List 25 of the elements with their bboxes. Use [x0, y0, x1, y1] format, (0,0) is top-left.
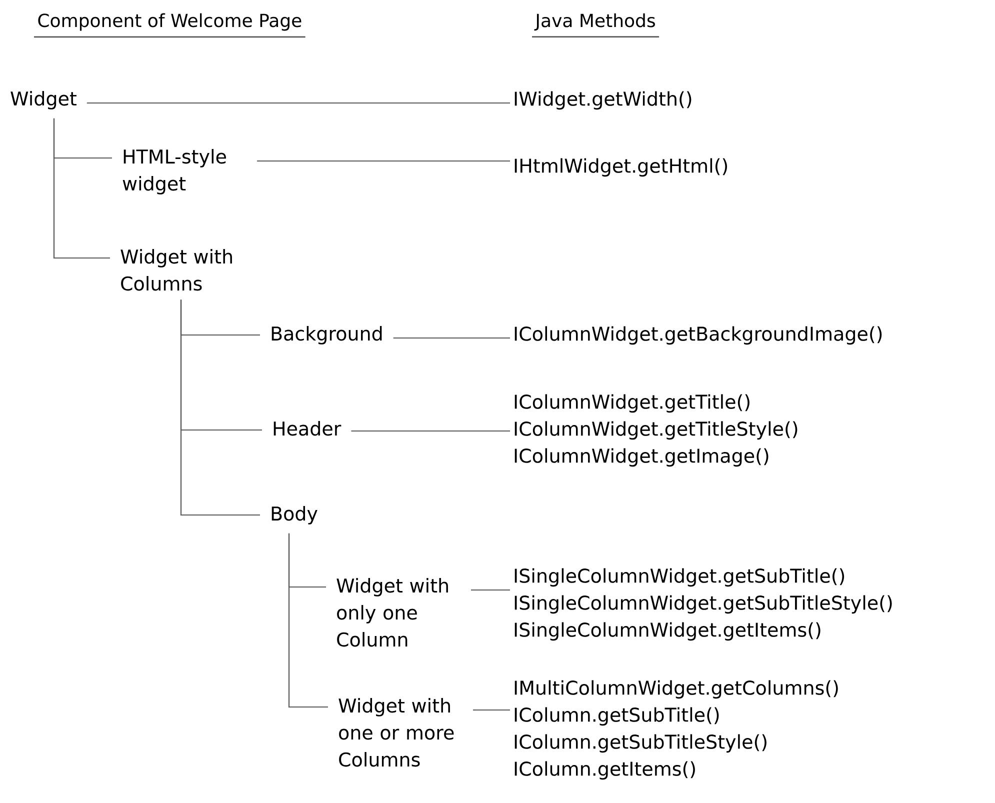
component-label: Body — [272, 506, 318, 524]
connector-line — [351, 430, 510, 432]
connector-line — [471, 589, 510, 591]
column-heading: Component of Welcome Page — [34, 13, 306, 38]
component-label: HTML-style widget — [122, 149, 226, 194]
method-list: IColumnWidget.getBackgroundImage() — [514, 326, 882, 345]
component-label: Background — [272, 326, 382, 344]
column-heading: Java Methods — [532, 13, 660, 38]
component-label: Widget with one or more Columns — [338, 698, 454, 767]
tree-connector — [53, 118, 110, 259]
method-list: IMultiColumnWidget.getColumns() IColumn.getSubTitle() IColumn.getSubTitleStyle() IColumn.getItems() — [514, 680, 838, 780]
connector-line — [393, 337, 510, 339]
tree-connector — [288, 533, 328, 708]
component-label: Header — [274, 421, 342, 436]
component-label: Widget with only one Column — [336, 578, 448, 647]
method-list: IWidget.getWidth() — [514, 91, 692, 110]
component-label: Widget with Columns — [120, 249, 232, 291]
component-label: Widget — [10, 91, 76, 110]
tree-connector — [180, 300, 260, 516]
connector-line — [86, 102, 510, 104]
method-list: ISingleColumnWidget.getSubTitle() ISingleColumnWidget.getSubTitleStyle() ISingleColumnWidget.getItems() — [514, 568, 892, 641]
connector-line — [257, 160, 510, 162]
method-list: IHtmlWidget.getHtml() — [514, 158, 728, 177]
method-list: IColumnWidget.getTitle() IColumnWidget.getTitleStyle() IColumnWidget.getImage() — [514, 394, 798, 467]
connector-line — [473, 709, 510, 711]
